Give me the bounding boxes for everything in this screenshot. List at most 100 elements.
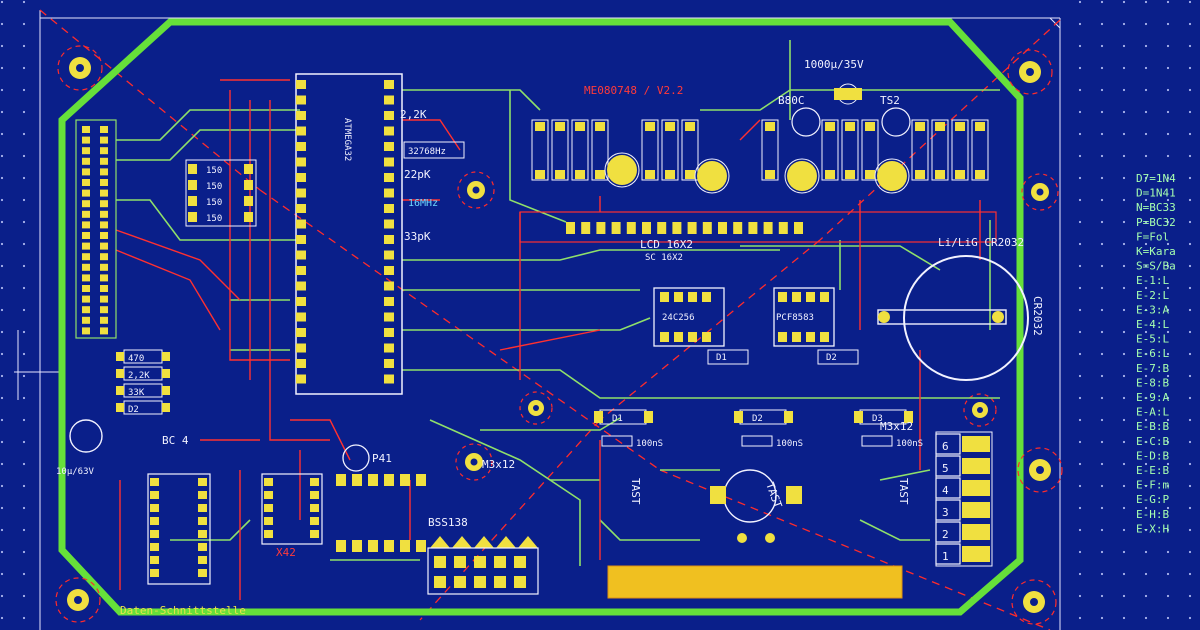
top-resistor-pad: [845, 170, 855, 179]
top-resistor-outline: [861, 119, 879, 181]
top-resistor-pad: [555, 122, 565, 131]
trace-bottom: [700, 89, 1000, 111]
battery-side-label: CR2032: [1031, 296, 1044, 336]
header-pad: [82, 200, 90, 208]
cap-outline: [861, 435, 893, 447]
top-resistor-pad: [915, 122, 925, 131]
lcd-pad: [778, 222, 788, 234]
trace-top: [402, 119, 461, 151]
ic-pad: [368, 540, 378, 552]
left-stack-pad: [116, 369, 124, 378]
chip-pad: [792, 332, 801, 342]
rtc-chip: PCF8583: [773, 287, 835, 347]
lcd-pad: [626, 222, 636, 234]
main-ic-pad: [384, 126, 394, 136]
switch-number: 6: [942, 440, 949, 453]
legend-line: E-4:L: [1136, 318, 1169, 331]
chip-pad: [702, 292, 711, 302]
top-resistor-outline: [531, 119, 549, 181]
resistor-pad: [244, 164, 253, 174]
diode-pad: [854, 411, 863, 423]
header-pad: [100, 232, 108, 239]
ic-pad: [150, 556, 159, 564]
chip-pad: [806, 292, 815, 302]
diode-pad: [644, 411, 653, 423]
ic-pad: [150, 491, 159, 499]
ic-pad: [264, 517, 273, 525]
diode-pad: [734, 411, 743, 423]
switch-number: 5: [942, 462, 949, 475]
cap-100n-label: 100nS: [896, 439, 923, 449]
top-resistor-pad: [555, 170, 565, 179]
trace-bottom: [599, 519, 700, 541]
lcd-pad: [702, 222, 712, 234]
resistor-pad: [244, 180, 253, 190]
diode-left-outline: [707, 349, 749, 365]
top-resistor-pad: [975, 170, 985, 179]
transistor-pad: [452, 536, 472, 548]
legend-line: E-2:L: [1136, 289, 1169, 302]
lcd-pad: [672, 222, 682, 234]
top-resistor-pad: [535, 122, 545, 131]
ic-pad: [150, 569, 159, 577]
trace-bottom: [170, 519, 251, 541]
legend-line: D7=1N4: [1136, 172, 1176, 185]
left-stack-pad: [162, 369, 170, 378]
main-ic-pad: [296, 235, 306, 244]
main-ic-pad: [384, 188, 394, 198]
ic-pad: [264, 478, 273, 486]
chip-pad: [674, 332, 683, 342]
trace-bottom: [402, 249, 780, 261]
ic-pad: [198, 543, 207, 551]
top-resistor-outline: [821, 119, 839, 181]
trace-top: [290, 419, 351, 461]
transistor-body: [877, 161, 907, 191]
top-resistor-pad: [645, 170, 655, 179]
legend-line: E-9:A: [1136, 391, 1169, 404]
resistor-pad: [244, 196, 253, 206]
switch-number-pad: [962, 436, 990, 452]
ic-pad: [198, 530, 207, 538]
main-ic-pad: [384, 359, 394, 368]
bottom-connector: [427, 547, 539, 595]
top-resistor-pad: [685, 122, 695, 131]
diode-pad: [904, 411, 913, 423]
legend-line: P=BC32: [1136, 216, 1176, 229]
header-pad: [100, 263, 108, 271]
header-pad: [82, 316, 90, 324]
ic-pad: [150, 504, 159, 512]
main-ic-pad: [384, 219, 394, 229]
crystal-area: 2,2K 32768Hz 22pK 16MHz 33pK: [400, 108, 465, 243]
header-pad: [100, 295, 108, 303]
mounting-holes: [55, 45, 1063, 625]
left-stack-pad: [116, 403, 124, 412]
ic-pad: [198, 478, 207, 486]
ts2-label: TS2: [880, 94, 900, 107]
header-pad: [100, 136, 108, 144]
top-resistor-outline: [551, 119, 569, 181]
lcd-pad: [794, 222, 803, 234]
top-resistor-pad: [685, 170, 695, 179]
transistor-outline: [874, 158, 910, 194]
legend-line: F=Fol: [1136, 230, 1169, 243]
ic-pad: [310, 478, 319, 486]
x42-label: X42: [276, 546, 296, 559]
cap-1000u-label: 1000µ/35V: [804, 58, 864, 71]
main-ic-pad: [384, 95, 394, 105]
cap-outline: [601, 435, 633, 447]
header-pad: [100, 179, 108, 186]
legend-line: E-H:B: [1136, 508, 1169, 521]
main-ic-pad: [384, 111, 394, 120]
main-ic-pad: [384, 374, 394, 384]
cap-outline: [741, 435, 773, 447]
grid-dots-right: [1060, 0, 1200, 630]
p41-label: P41: [372, 452, 392, 465]
lcd-connector: LCD 16X2 SC 16X2: [519, 211, 997, 263]
top-resistor-outline: [591, 119, 609, 181]
cap-33p-label: 33pK: [404, 230, 431, 243]
bottom-contact-strip: [607, 565, 903, 599]
chip-pad: [688, 292, 697, 302]
header-pad: [100, 285, 108, 292]
